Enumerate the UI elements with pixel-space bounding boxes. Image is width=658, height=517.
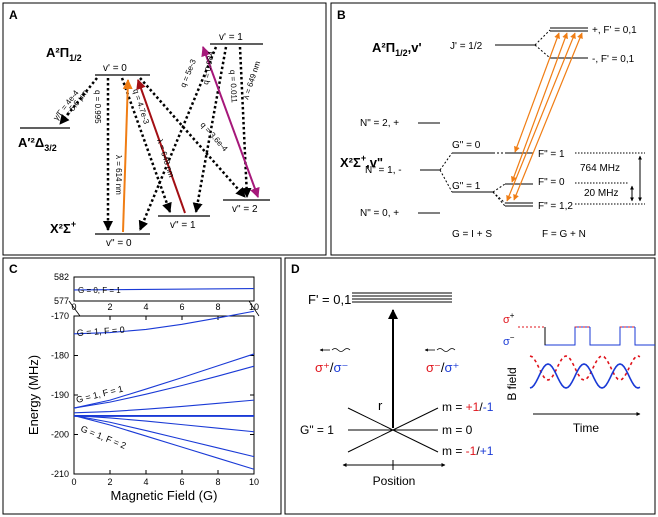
x-tick-label: 6	[179, 477, 184, 487]
energy-line-3	[73, 365, 255, 409]
bottom-y-ticks: -170 -180 -190 -200 -210	[51, 311, 254, 479]
svg-text:Time: Time	[573, 421, 600, 435]
x-state-label: X²Σ+	[50, 219, 76, 236]
svg-text:20 MHz: 20 MHz	[584, 188, 618, 199]
svg-text:q = 0.011: q = 0.011	[228, 70, 239, 104]
c-xlabel: Magnetic Field (G)	[111, 488, 218, 503]
sigma-minus-label: σ−	[503, 333, 515, 348]
svg-text:G" = 0: G" = 0	[452, 140, 481, 151]
y-tick-label: -210	[51, 469, 69, 479]
c-ylabel: Energy (MHz)	[26, 355, 41, 435]
svg-text:B field: B field	[505, 367, 519, 400]
svg-text:+, F' = 0,1: +, F' = 0,1	[592, 25, 637, 36]
x-tick-label: 8	[215, 477, 220, 487]
v1-label: v" = 1	[170, 220, 196, 231]
svg-text:-, F' = 0,1: -, F' = 0,1	[592, 54, 635, 65]
x-tick-label: 0	[71, 477, 76, 487]
panel-a-label: A	[9, 8, 18, 22]
x-tick-label-top: 2	[107, 302, 112, 312]
b-a-state: A²Π1/2,v'	[372, 40, 422, 58]
x-tick-label-top: 0	[71, 302, 76, 312]
y-tick-label: 577	[54, 296, 69, 306]
x-tick-label-top: 4	[143, 302, 148, 312]
svg-text:σ⁻/σ⁺: σ⁻/σ⁺	[426, 360, 459, 375]
energy-line-8	[73, 414, 255, 458]
svg-text:m = 0: m = 0	[442, 423, 473, 437]
laser-648	[136, 79, 186, 214]
panel-b: B A²Π1/2,v' X²Σ+,v" J' = 1/2 +, F' = 0,1…	[330, 2, 656, 256]
svg-text:λ = 614 nm: λ = 614 nm	[114, 155, 123, 195]
energy-line-1	[73, 310, 255, 335]
svg-text:G" = 1: G" = 1	[452, 181, 481, 192]
svg-text:G = 1, F = 1: G = 1, F = 1	[75, 384, 124, 405]
svg-text:F" = 0: F" = 0	[538, 177, 565, 188]
v0-label: v" = 0	[106, 238, 132, 249]
panel-d: D F' = 0,1 r G" = 1 m = +1/-1 m = 0 m = …	[284, 257, 656, 515]
svg-text:λ = 649 nm: λ = 649 nm	[241, 60, 262, 101]
v2-label: v" = 2	[232, 204, 258, 215]
y-tick-label: -200	[51, 430, 69, 440]
svg-text:q = 0.984: q = 0.984	[201, 50, 216, 85]
svg-text:G" = 1: G" = 1	[300, 423, 334, 437]
b-x-state: X²Σ+,v"	[340, 153, 383, 170]
x-tick-label-top: 6	[179, 302, 184, 312]
svg-text:F" = 1,2: F" = 1,2	[538, 201, 573, 212]
y-tick-label: -180	[51, 351, 69, 361]
svg-text:764 MHz: 764 MHz	[580, 163, 620, 174]
y-tick-label: -190	[51, 390, 69, 400]
energy-line-9	[73, 415, 255, 470]
energy-line-4	[73, 399, 255, 414]
panel-c: C 582 577 -170 -180 -190 -200 -210 0 0 2 2 4 4 6 6 8 8…	[2, 257, 282, 515]
svg-text:F" = 1: F" = 1	[538, 149, 565, 160]
svg-text:λ = 648 nm: λ = 648 nm	[155, 138, 176, 179]
x-tick-label: 2	[107, 477, 112, 487]
sigma-plus-label: σ+	[503, 311, 515, 326]
x-tick-label-top: 8	[215, 302, 220, 312]
top-y-ticks: 582 577	[54, 272, 78, 306]
y-tick-label: 582	[54, 272, 69, 282]
energy-line-7	[73, 414, 255, 433]
svg-text:q = 3.6e-4: q = 3.6e-4	[199, 120, 230, 153]
svg-text:N" = 2, +: N" = 2, +	[360, 118, 399, 129]
svg-text:G = 1, F = 0: G = 1, F = 0	[76, 325, 125, 338]
panel-d-label: D	[291, 262, 300, 276]
x-tick-label: 4	[143, 477, 148, 487]
vprime1-label: v' = 1	[219, 32, 243, 43]
panel-b-label: B	[337, 8, 346, 22]
svg-text:m = -1/+1: m = -1/+1	[442, 444, 494, 458]
svg-text:F' = 0,1: F' = 0,1	[308, 292, 351, 307]
energy-line-0	[73, 287, 255, 291]
panel-c-label: C	[9, 262, 18, 276]
panel-a: A A²Π1/2 A′²Δ3/2 X²Σ+ v' = 0 v' = 1 v" =…	[2, 2, 327, 256]
x-tick-label: 10	[249, 477, 259, 487]
x-tick-label-top: 10	[249, 302, 259, 312]
svg-text:N" = 1, -: N" = 1, -	[365, 165, 402, 176]
svg-text:J' = 1/2: J' = 1/2	[450, 41, 483, 52]
svg-text:G = I + S: G = I + S	[452, 229, 492, 240]
svg-text:F = G + N: F = G + N	[542, 229, 586, 240]
laser-614	[122, 79, 133, 233]
vprime0-label: v' = 0	[103, 63, 127, 74]
laser-649	[201, 46, 260, 198]
svg-text:m = +1/-1: m = +1/-1	[442, 400, 494, 414]
top-label: G = 0, F = 1	[78, 286, 121, 295]
svg-text:N" = 0, +: N" = 0, +	[360, 208, 399, 219]
energy-lines	[73, 287, 255, 470]
svg-text:q = 0.995: q = 0.995	[93, 90, 102, 124]
a-state-label: A²Π1/2	[46, 45, 82, 63]
svg-text:q = 5e-3: q = 5e-3	[179, 57, 199, 88]
x-ticks: 0 0 2 2 4 4 6 6 8 8 10 10	[71, 302, 259, 487]
aprime-state-label: A′²Δ3/2	[18, 135, 57, 153]
energy-line-2	[73, 353, 255, 409]
svg-text:σ⁺/σ⁻: σ⁺/σ⁻	[315, 360, 348, 375]
svg-text:Position: Position	[373, 474, 416, 488]
y-tick-label: -170	[51, 311, 69, 321]
svg-text:r: r	[378, 398, 383, 413]
